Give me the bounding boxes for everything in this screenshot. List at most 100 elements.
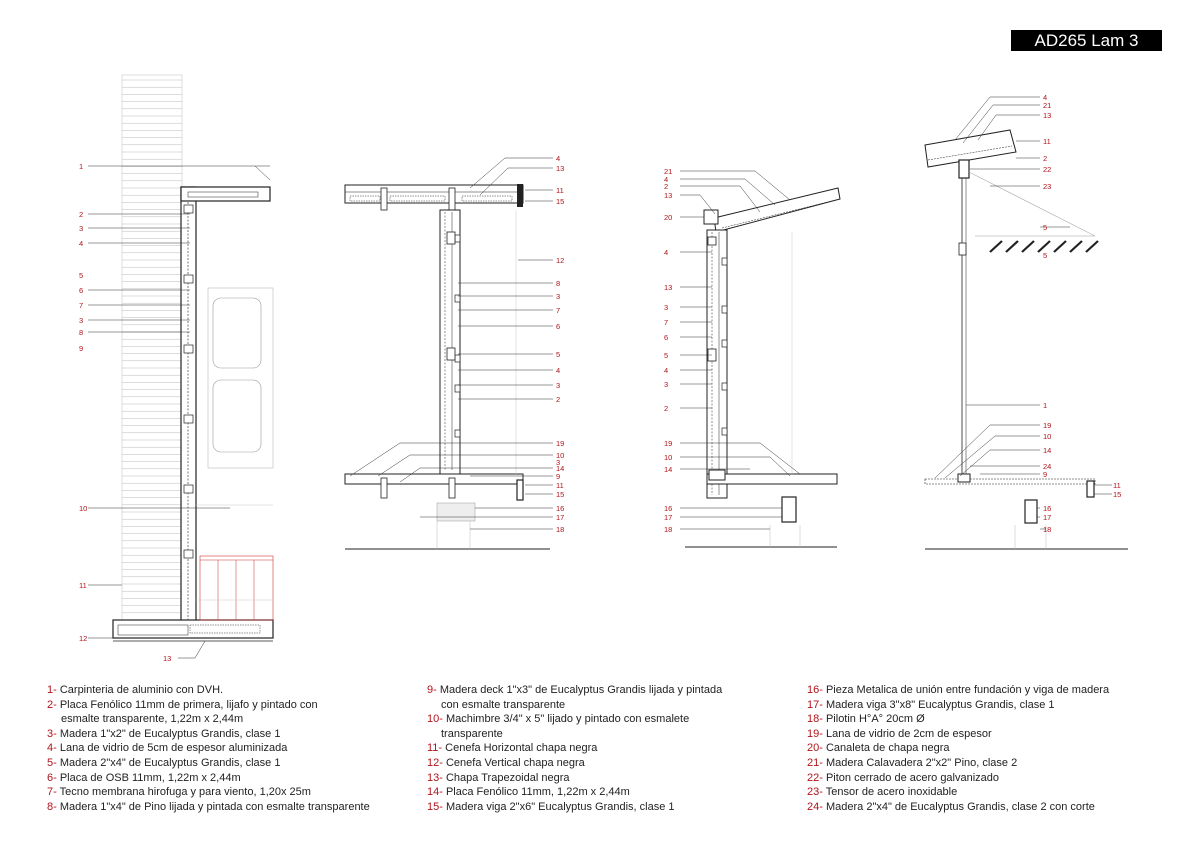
callout-b-top-1: 4 [556,154,560,163]
legend-item: 16- Pieza Metalica de unión entre fundac… [807,683,1109,698]
legend-item-number: 8- [47,800,57,813]
legend-item-text: Madera viga 3"x8" Eucalyptus Grandis, cl… [825,698,1055,711]
callout-c-18: 16 [664,504,672,513]
legend-item-number: 11- [427,742,443,755]
callout-d-11: 19 [1043,421,1051,430]
callout-c-17: 14 [664,465,672,474]
legend-item-number: 21- [807,756,823,769]
legend-item-number: 22- [807,771,823,784]
callout-d-17: 15 [1113,490,1121,499]
callout-c-6: 4 [664,248,668,257]
legend-item-number: 12- [427,756,443,769]
callout-a-12: 11 [79,581,87,590]
callout-a-5: 5 [79,271,83,280]
siding-cladding [122,79,182,614]
callout-d-12: 10 [1043,432,1051,441]
callout-d-14: 24 [1043,462,1051,471]
legend-item-text: Madera Calavadera 2"x2" Pino, clase 2 [825,756,1018,769]
legend-item-number: 6- [47,771,57,784]
legend-item-number: 16- [807,684,823,696]
legend-item-text: Tensor de acero inoxidable [825,786,958,799]
callout-d-20: 18 [1043,525,1051,534]
legend-item-text: Pilotin H°A° 20cm Ø [825,713,925,726]
callout-c-1: 21 [664,167,672,176]
legend-item-text: Madera 1"x2" de Eucalyptus Grandis, clas… [59,727,281,740]
callout-b-bot-2: 10 [556,451,564,460]
legend-column-1: 1- Carpinteria de aluminio con DVH.2- Pl… [47,683,370,814]
callout-b-top-4: 15 [556,197,564,206]
legend-item: 15- Madera viga 2"x6" Eucalyptus Grandis… [427,800,722,815]
callout-c-13: 3 [664,380,668,389]
legend-column-2: 9- Madera deck 1"x3" de Eucalyptus Grand… [427,683,722,814]
callout-c-14: 2 [664,404,668,413]
callout-13-a: 13 [163,654,171,663]
callout-b-bot-7: 15 [556,490,564,499]
legend-item: 14- Placa Fenólico 11mm, 1,22m x 2,44m [427,785,722,800]
legend-item-number: 10- [427,713,443,726]
callout-d-3: 13 [1043,111,1051,120]
floor-beam [112,619,274,639]
callout-a-3: 3 [79,224,83,233]
legend-item-number: 20- [807,742,823,755]
legend-item: 5- Madera 2"x4" de Eucalyptus Grandis, c… [47,756,370,771]
callout-d-18: 16 [1043,504,1051,513]
callout-a-6: 6 [79,286,83,295]
callout-a-7: 7 [79,301,83,310]
legend-item-text: Lana de vidrio de 5cm de espesor alumini… [59,742,288,755]
callout-c-8: 3 [664,303,668,312]
callout-d-6: 22 [1043,165,1051,174]
legend-item-number: 18- [807,713,823,726]
legend-item-text: Tecno membrana hirofuga y para viento, 1… [59,786,311,799]
legend-item-text: Canaleta de chapa negra [825,742,950,755]
callout-a-11: 10 [79,504,87,513]
legend-item-text: Madera 2"x4" de Eucalyptus Grandis, clas… [59,756,281,769]
callout-b-bot-10: 18 [556,525,564,534]
legend-item: 1- Carpinteria de aluminio con DVH. [47,683,370,698]
callout-c-9: 7 [664,318,668,327]
callout-b-top-3: 11 [556,186,564,195]
sheet-title: AD265 Lam 3 [1011,30,1162,51]
callout-b-mid-5: 5 [556,350,560,359]
legend-item-continuation: esmalte transparente, 1,22m x 2,44m [61,713,244,726]
legend-item-number: 5- [47,756,57,769]
legend-item-text: Chapa Trapezoidal negra [445,771,570,784]
legend-item-number: 24- [807,800,823,813]
callout-b-mid-3: 7 [556,306,560,315]
legend-item-number: 4- [47,742,57,755]
callout-c-3: 2 [664,182,668,191]
wall-studs [183,204,194,559]
callout-c-7: 13 [664,283,672,292]
sloped-roof-c [713,187,841,233]
callout-c-2: 4 [664,175,668,184]
callout-d-8: 5 [1043,223,1047,232]
wall-panel [180,186,197,628]
legend-item-text: Madera 1"x4" de Pino lijada y pintada co… [59,800,370,813]
callout-b-bot-8: 16 [556,504,564,513]
callout-c-20: 18 [664,525,672,534]
callout-a-13: 12 [79,634,87,643]
legend-item: 22- Piton cerrado de acero galvanizado [807,771,1109,786]
legend-item-text: Machimbre 3/4" x 5" lijado y pintado con… [445,713,690,726]
callout-c-15: 19 [664,439,672,448]
callout-b-mid-7: 3 [556,381,560,390]
callout-d-13: 14 [1043,446,1051,455]
callout-b-bot-6: 11 [556,481,564,490]
callout-b-mid-6: 4 [556,366,560,375]
legend-item: 3- Madera 1"x2" de Eucalyptus Grandis, c… [47,727,370,742]
callout-b-mid-2: 3 [556,292,560,301]
legend-item: 19- Lana de vidrio de 2cm de espesor [807,727,1109,742]
roof-slab [344,184,524,204]
legend-item: 6- Placa de OSB 11mm, 1,22m x 2,44m [47,771,370,786]
legend-item-number: 19- [807,727,823,740]
callout-d-19: 17 [1043,513,1051,522]
callout-b-bot-4: 14 [556,464,564,473]
legend-item: 17- Madera viga 3"x8" Eucalyptus Grandis… [807,698,1109,713]
legend-item: 7- Tecno membrana hirofuga y para viento… [47,785,370,800]
legend-item-text: Carpinteria de aluminio con DVH. [59,684,224,696]
callout-d-5: 2 [1043,154,1047,163]
legend-item-text: Madera 2"x4" de Eucalyptus Grandis, clas… [825,800,1095,813]
callout-b-bot-1: 19 [556,439,564,448]
legend-item-text: Cenefa Horizontal chapa negra [445,742,598,755]
